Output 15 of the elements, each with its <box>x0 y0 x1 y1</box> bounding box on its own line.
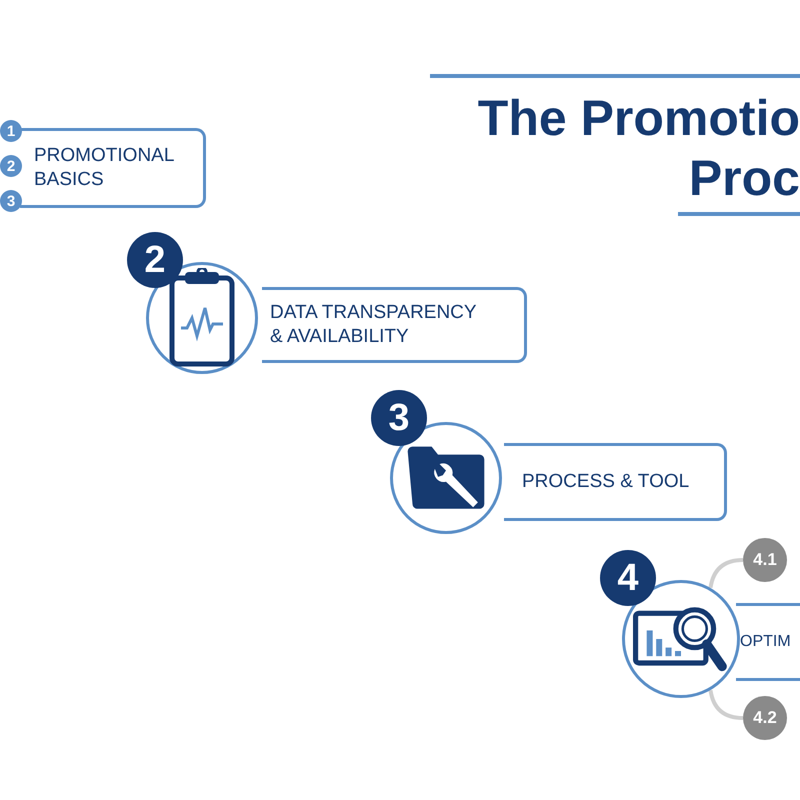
number-badge: 3 <box>0 190 22 212</box>
connector-line <box>708 558 744 588</box>
number-badge: 4.1 <box>743 538 787 582</box>
connector-line <box>708 690 744 720</box>
number-badge: 3 <box>371 390 427 446</box>
step-label-box: PROMOTIONAL BASICS <box>20 128 206 208</box>
number-badge: 2 <box>127 232 183 288</box>
step-label-box: PROCESS & TOOL <box>504 443 727 521</box>
number-badge: 2 <box>0 155 22 177</box>
number-badge: 4 <box>600 550 656 606</box>
step-label-box: OPTIM <box>736 603 800 681</box>
step-label-box: DATA TRANSPARENCY & AVAILABILITY <box>262 287 527 363</box>
title: The Promotio Proc <box>430 74 800 208</box>
number-badge: 1 <box>0 120 22 142</box>
number-badge: 4.2 <box>743 696 787 740</box>
